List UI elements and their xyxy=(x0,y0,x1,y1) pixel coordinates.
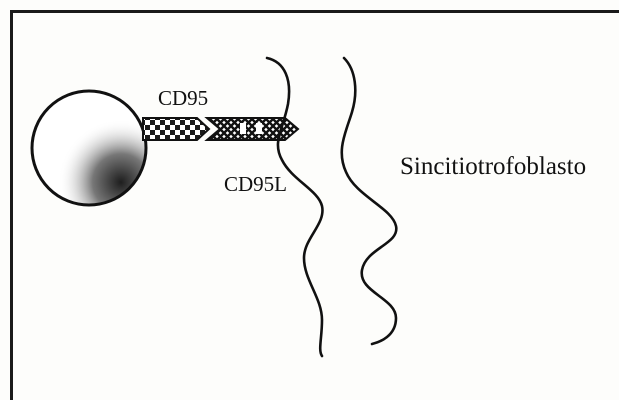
cd95-label: CD95 xyxy=(158,88,208,109)
lymphocyte-cell xyxy=(32,91,146,205)
cd95-receptor-arrow xyxy=(143,118,209,140)
membrane-inner-line xyxy=(267,58,322,356)
cd95l-label: CD95L xyxy=(224,174,287,195)
syncytiotrophoblast-membrane xyxy=(267,58,396,356)
syncytiotrophoblast-label: Sincitiotrofoblasto xyxy=(400,154,586,179)
membrane-outer-line xyxy=(342,58,397,344)
